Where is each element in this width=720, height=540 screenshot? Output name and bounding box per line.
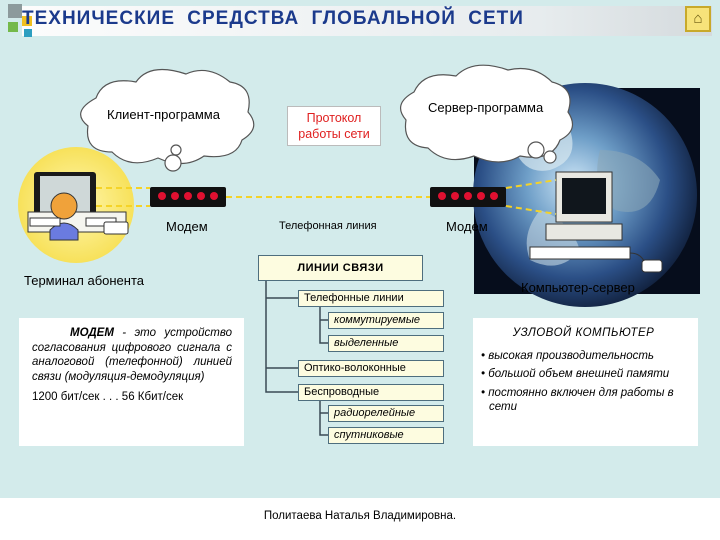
title-decoration-square [22,16,32,26]
modem-definition-text: - это устройство согласования цифрового … [32,327,232,383]
protocol-line-1: Протокол [306,111,362,125]
led-icon [171,192,179,200]
led-icon [197,192,205,200]
led-icon [184,192,192,200]
led-icon [438,192,446,200]
modem-left-label: Модем [166,219,208,234]
node-title: УЗЛОВОЙ КОМПЬЮТЕР [512,327,655,339]
title-decoration-square [8,22,18,32]
server-computer-illustration [529,171,663,273]
server-cloud-shape [399,64,574,164]
modem-right-label: Модем [446,219,488,234]
author-name: Политаева Наталья Владимировна. [263,510,457,522]
modem-right-device [430,187,506,207]
modem-left-device [150,187,226,207]
lines-fiber: Оптико-волоконные [298,360,444,377]
telephone-line-label: Телефонная линия [279,220,377,232]
node-info-box: УЗЛОВОЙ КОМПЬЮТЕР • высокая производител… [473,318,698,446]
terminal-label: Терминал абонента [24,273,145,288]
server-program-label: Сервер-программа [428,100,544,115]
node-feature-item: • большой объем внешней памяти [481,368,670,380]
protocol-box: Протокол работы сети [287,106,381,146]
network-illustration [18,64,700,436]
title-decoration-square [8,4,22,18]
led-icon [490,192,498,200]
modem-term: МОДЕМ [70,327,114,339]
modem-speed: 1200 бит/сек . . . 56 Кбит/сек [32,391,184,403]
led-icon [210,192,218,200]
home-icon: ⌂ [693,10,703,27]
communication-lines [96,179,557,215]
modem-info-box: МОДЕМ - это устройство согласования цифр… [19,318,244,446]
client-program-label: Клиент-программа [107,107,220,122]
home-button[interactable]: ⌂ [685,6,711,32]
lines-tree-connectors [265,281,328,436]
led-icon [158,192,166,200]
led-icon [464,192,472,200]
node-feature-item: • постоянно включен для работы в сети [481,386,674,414]
lines-switched: коммутируемые [328,312,444,329]
led-icon [451,192,459,200]
page-title: ТЕХНИЧЕСКИЕ СРЕДСТВА ГЛОБАЛЬНОЙ СЕТИ [22,8,524,29]
lines-wireless: Беспроводные [298,384,444,401]
protocol-line-2: работы сети [298,127,370,141]
modem-leds [438,192,498,202]
modem-definition: МОДЕМ - это устройство согласования цифр… [32,326,232,384]
footer-band [0,498,720,540]
node-feature-item: • высокая производительность [481,349,654,362]
led-icon [477,192,485,200]
title-band [22,6,712,36]
modem-leds [158,192,218,202]
client-cloud-shape [80,68,255,172]
lines-dedicated: выделенные [328,335,444,352]
lines-radio-relay: радиорелейные [328,405,444,422]
lines-satellite: спутниковые [328,427,444,444]
lines-telephone: Телефонные линии [298,290,444,307]
title-decoration-square [24,29,32,37]
lines-header: ЛИНИИ СВЯЗИ [258,255,423,281]
terminal-illustration [18,147,134,263]
server-computer-label: Компьютер-сервер [521,280,635,295]
